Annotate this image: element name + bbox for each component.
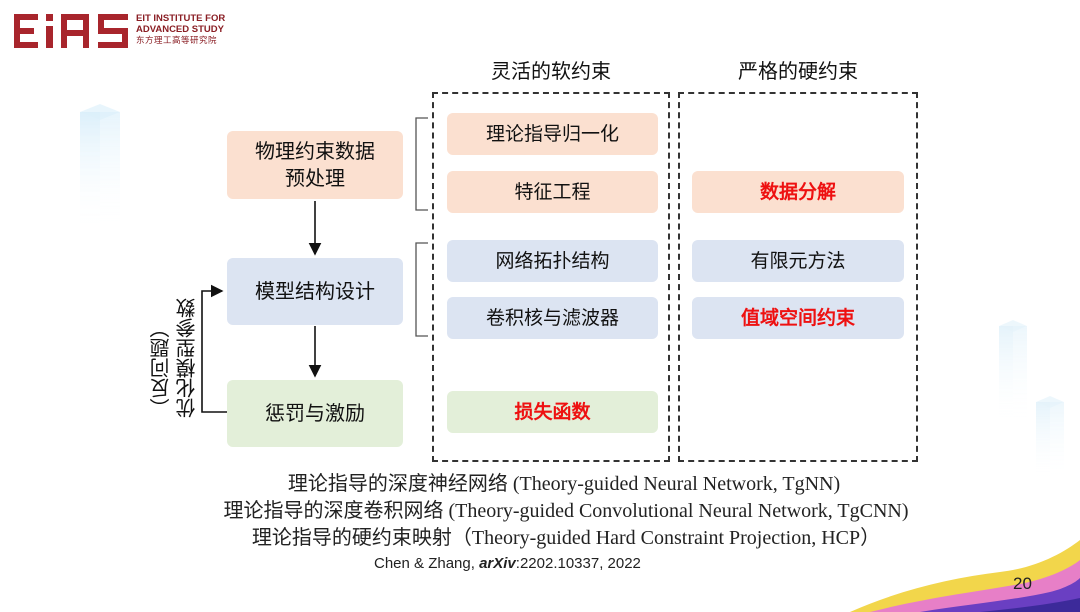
decorative-cube-right-1 bbox=[999, 320, 1027, 426]
caption-hcp: 理论指导的硬约束映射（Theory-guided Hard Constraint… bbox=[251, 527, 881, 549]
bracket-preprocess bbox=[415, 117, 428, 211]
citation-venue: arXiv bbox=[479, 555, 516, 572]
caption-tgnn: 理论指导的深度神经网络 (Theory-guided Neural Networ… bbox=[287, 473, 841, 495]
step-model-design: 模型结构设计 bbox=[227, 258, 403, 325]
soft-constraint-frame bbox=[432, 92, 670, 462]
item-data-decomposition: 数据分解 bbox=[692, 171, 904, 213]
logo-line-1: EIT INSTITUTE FOR bbox=[136, 13, 226, 24]
logo-text: EIT INSTITUTE FOR ADVANCED STUDY 东方理工高等研… bbox=[136, 13, 225, 46]
side-label: （反问题） 优化模型参数 bbox=[148, 278, 208, 418]
hard-constraint-title: 严格的硬约束 bbox=[738, 59, 858, 83]
step-data-preprocessing: 物理约束数据 预处理 bbox=[227, 131, 403, 199]
soft-constraint-title: 灵活的软约束 bbox=[491, 59, 611, 83]
item-range-space-constraint: 值域空间约束 bbox=[692, 297, 904, 339]
logo-line-2: ADVANCED STUDY bbox=[136, 24, 224, 35]
item-theory-normalization: 理论指导归一化 bbox=[447, 113, 658, 155]
item-network-topology: 网络拓扑结构 bbox=[447, 240, 658, 282]
item-loss-function: 损失函数 bbox=[447, 391, 658, 433]
citation: Chen & Zhang, arXiv:2202.10337, 2022 bbox=[374, 555, 641, 572]
item-feature-engineering: 特征工程 bbox=[447, 171, 658, 213]
hard-constraint-frame bbox=[678, 92, 918, 462]
bracket-design bbox=[415, 242, 428, 337]
citation-authors: Chen & Zhang, bbox=[374, 555, 480, 572]
decorative-swoosh bbox=[850, 540, 1080, 612]
caption-tgcnn: 理论指导的深度卷积网络 (Theory-guided Convolutional… bbox=[223, 500, 909, 522]
citation-id: :2202.10337, 2022 bbox=[515, 555, 641, 572]
side-label-line-2: （反问题） bbox=[149, 318, 173, 418]
arrow-feedback-loop bbox=[201, 284, 227, 413]
logo-line-3: 东方理工高等研究院 bbox=[136, 35, 218, 45]
step-penalty-incentive: 惩罚与激励 bbox=[227, 380, 403, 447]
item-conv-kernel: 卷积核与滤波器 bbox=[447, 297, 658, 339]
page-number: 20 bbox=[1013, 574, 1032, 593]
decorative-cube-left bbox=[80, 104, 120, 232]
decorative-cube-right-2 bbox=[1036, 396, 1064, 482]
side-label-line-1: 优化模型参数 bbox=[175, 298, 199, 418]
eias-logo bbox=[14, 14, 128, 48]
item-finite-element: 有限元方法 bbox=[692, 240, 904, 282]
